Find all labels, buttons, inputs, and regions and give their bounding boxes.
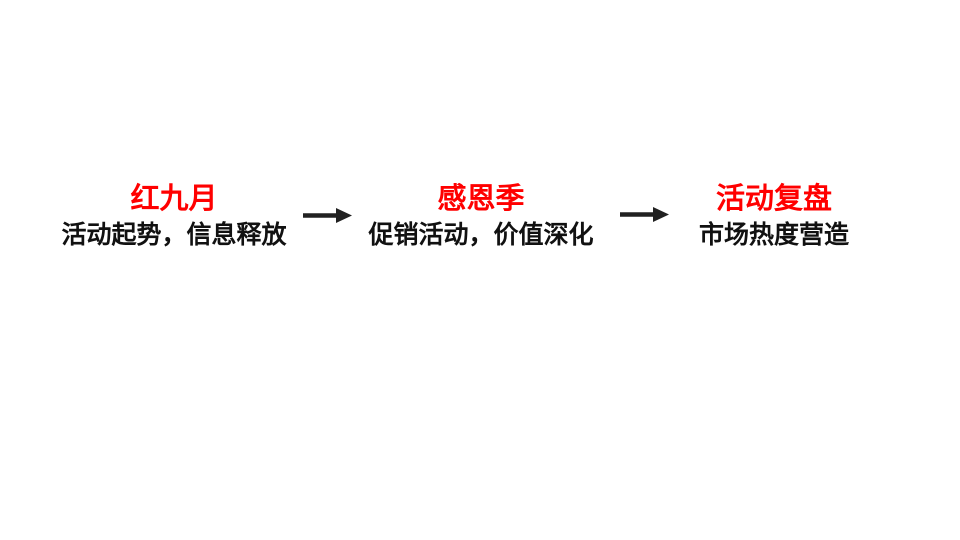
- phase-block-thanksgiving-season: 感恩季 促销活动，价值深化: [341, 181, 621, 250]
- phase-subtitle: 活动起势，信息释放: [61, 221, 287, 249]
- arrow-right-icon: [303, 208, 352, 223]
- phase-title: 红九月: [130, 183, 218, 215]
- phase-title: 感恩季: [437, 183, 525, 215]
- phase-block-activity-review: 活动复盘 市场热度营造: [634, 181, 914, 250]
- arrow-right-icon: [620, 207, 669, 222]
- phase-subtitle: 促销活动，价值深化: [368, 221, 594, 249]
- phase-title: 活动复盘: [715, 183, 832, 215]
- phase-block-red-september: 红九月 活动起势，信息释放: [34, 181, 314, 250]
- phase-subtitle: 市场热度营造: [698, 221, 849, 249]
